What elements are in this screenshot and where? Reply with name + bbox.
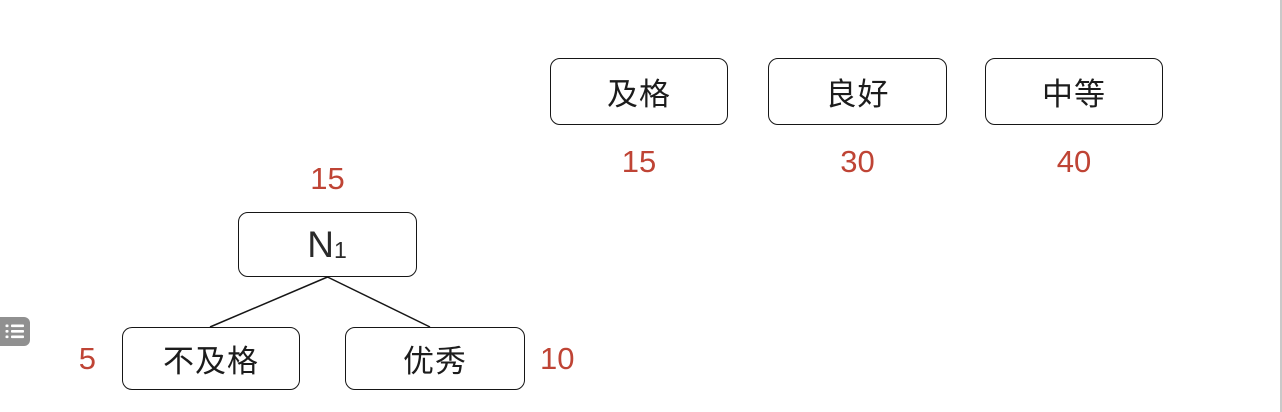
list-icon [5,324,24,339]
outline-toggle-button[interactable] [0,317,30,346]
node-good-label: 良好 [825,77,890,112]
node-good[interactable]: 良好 [768,58,947,125]
node-excellent-label: 优秀 [403,344,467,379]
node-root-label: N [307,223,334,265]
canvas-right-border [1280,0,1282,412]
node-medium-label: 中等 [1042,77,1106,112]
node-excellent[interactable]: 优秀 [345,327,525,390]
node-medium-count[interactable]: 40 [1056,144,1092,179]
node-pass-count[interactable]: 15 [621,144,657,179]
edge-root-to-fail [209,276,328,328]
node-medium[interactable]: 中等 [985,58,1163,125]
node-root-label-subscript: 1 [333,237,348,263]
node-pass[interactable]: 及格 [550,58,728,125]
node-fail-label: 不及格 [163,344,259,379]
node-pass-label: 及格 [607,77,671,112]
node-root-count[interactable]: 15 [310,161,345,196]
node-good-count[interactable]: 30 [840,144,875,179]
node-excellent-count[interactable]: 10 [540,341,575,376]
node-fail-count[interactable]: 5 [78,341,96,376]
edge-root-to-excellent [327,276,431,328]
node-fail[interactable]: 不及格 [122,327,300,390]
